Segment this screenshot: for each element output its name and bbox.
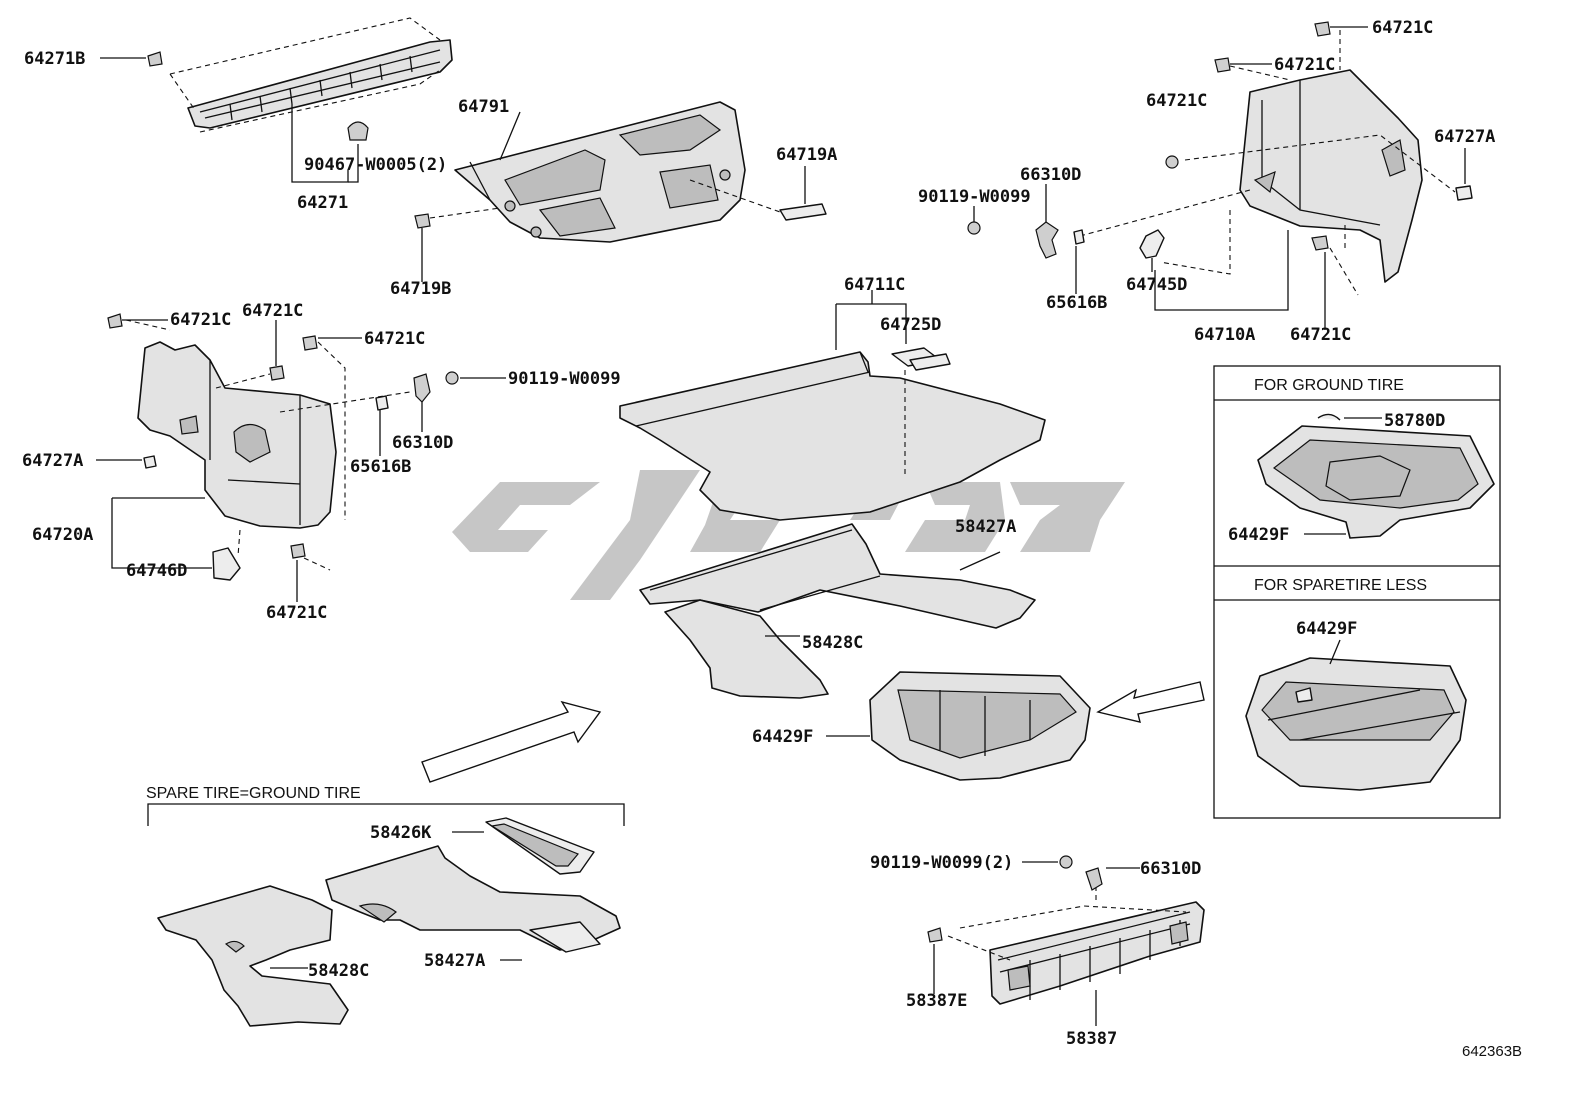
label-64721C: 64721C: [1274, 55, 1335, 75]
label-64721C: 64721C: [266, 603, 327, 623]
label-90119-w0099-2: 90119-W0099(2): [870, 853, 1013, 873]
label-66310D: 66310D: [392, 433, 453, 453]
label-64725D: 64725D: [880, 315, 941, 335]
label-64721C: 64721C: [1290, 325, 1351, 345]
label-65616B: 65616B: [350, 457, 411, 477]
caption-sparetire-less: FOR SPARETIRE LESS: [1254, 577, 1427, 594]
label-64727A: 64727A: [1434, 127, 1495, 147]
part-58387-scuff-plate: [927, 855, 1205, 1026]
caption-spare-equals-ground: SPARE TIRE=GROUND TIRE: [146, 785, 361, 802]
label-64721C: 64721C: [1372, 18, 1433, 38]
label-90119-w0099: 90119-W0099: [508, 369, 621, 389]
label-58427A: 58427A: [955, 517, 1016, 537]
label-66310D: 66310D: [1020, 165, 1081, 185]
part-labels: 64271B 64271 90467-W0005(2) 64791 64719A…: [22, 18, 1495, 1049]
label-58428C: 58428C: [308, 961, 369, 981]
label-65616B: 65616B: [1046, 293, 1107, 313]
arrow-to-trunk: [421, 700, 602, 783]
label-66310D: 66310D: [1140, 859, 1201, 879]
part-64271-trim-strip: [100, 17, 453, 183]
part-64710A-side-trim: [967, 21, 1473, 330]
label-64271B: 64271B: [24, 49, 85, 69]
label-64727A: 64727A: [22, 451, 83, 471]
part-64720A-side-trim: [96, 313, 506, 602]
label-64710A: 64710A: [1194, 325, 1255, 345]
label-64719B: 64719B: [390, 279, 451, 299]
captions: FOR GROUND TIRE FOR SPARETIRE LESS SPARE…: [146, 377, 1522, 1060]
label-58387E: 58387E: [906, 991, 967, 1011]
label-64429F: 64429F: [1228, 525, 1289, 545]
label-64791: 64791: [458, 97, 509, 117]
label-64721C: 64721C: [1146, 91, 1207, 111]
label-90119-w0099: 90119-W0099: [918, 187, 1031, 207]
label-64429F: 64429F: [1296, 619, 1357, 639]
part-64791-package-tray: [414, 101, 827, 282]
part-64711C-floor-mat: [619, 290, 1046, 521]
arrow-from-variants: [1096, 681, 1205, 723]
label-64720A: 64720A: [32, 525, 93, 545]
label-58426K: 58426K: [370, 823, 432, 843]
label-64745D: 64745D: [1126, 275, 1187, 295]
label-58428C: 58428C: [802, 633, 863, 653]
label-64721C: 64721C: [170, 310, 231, 330]
label-64719A: 64719A: [776, 145, 837, 165]
label-90467-w0005: 90467-W0005(2): [304, 155, 447, 175]
label-64721C: 64721C: [364, 329, 425, 349]
label-64271: 64271: [297, 193, 348, 213]
label-64746D: 64746D: [126, 561, 187, 581]
label-58427A: 58427A: [424, 951, 485, 971]
label-58387: 58387: [1066, 1029, 1117, 1049]
label-64721C: 64721C: [242, 301, 303, 321]
part-58427A-58428C-upper: [639, 523, 1036, 699]
caption-ground-tire: FOR GROUND TIRE: [1254, 377, 1404, 394]
variant-panel: [1213, 365, 1501, 819]
spare-equals-ground-group: [147, 803, 625, 1027]
label-64711C: 64711C: [844, 275, 905, 295]
label-64429F: 64429F: [752, 727, 813, 747]
part-64429F-tray-center: [826, 671, 1091, 781]
label-58780D: 58780D: [1384, 411, 1445, 431]
diagram-reference-number: 642363B: [1462, 1043, 1522, 1060]
